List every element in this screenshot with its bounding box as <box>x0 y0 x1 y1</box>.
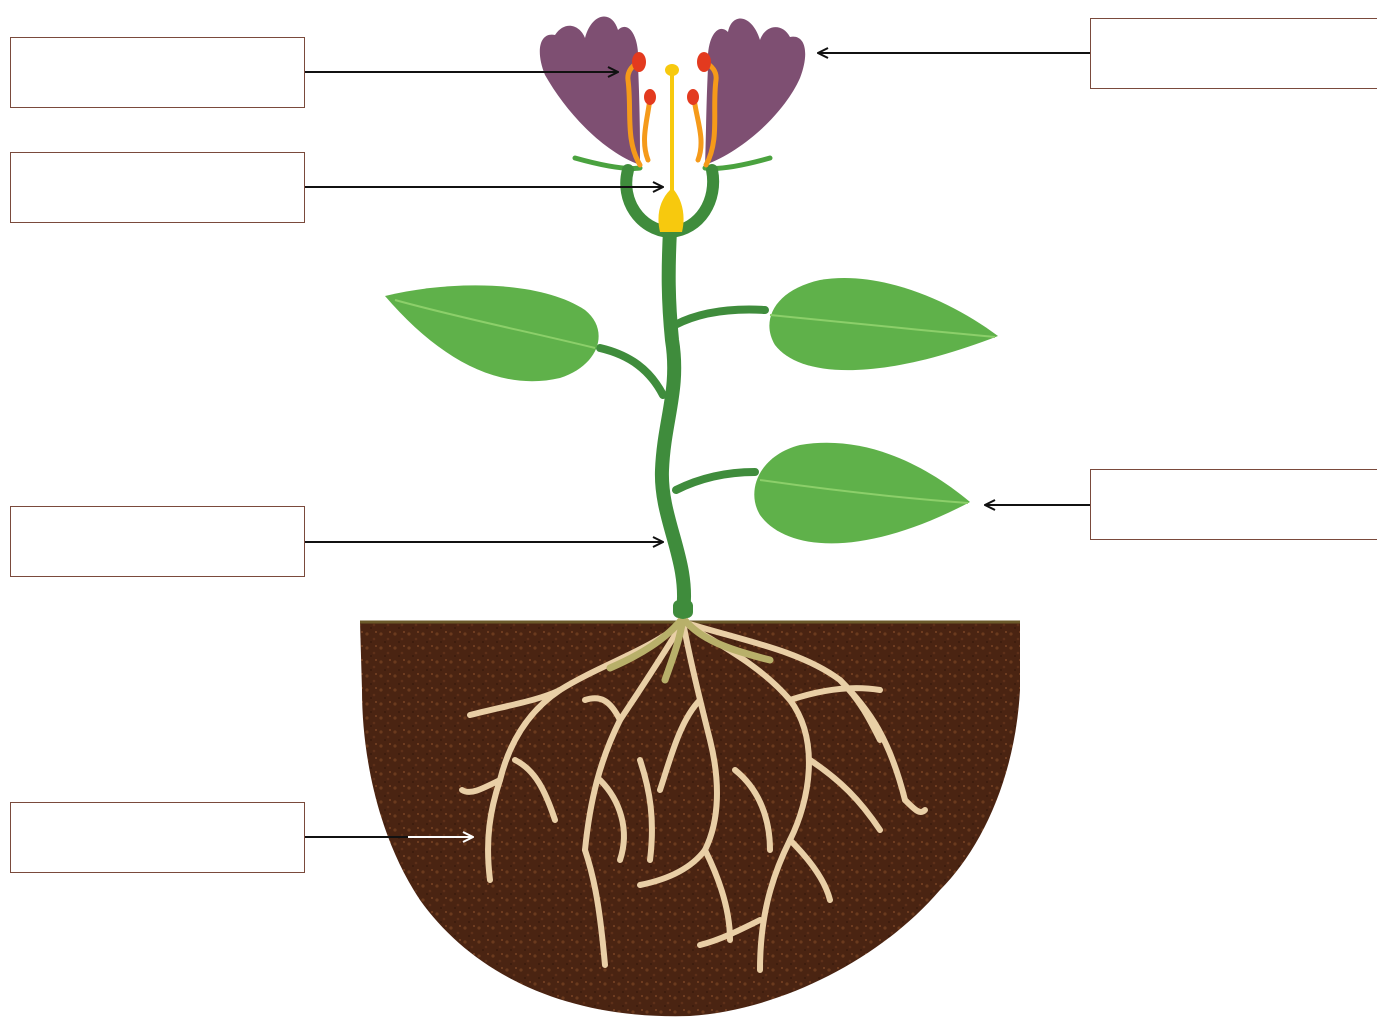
petal-right <box>705 19 805 165</box>
pistil <box>658 64 683 232</box>
leaf-top-right <box>769 278 998 370</box>
leaf-bottom-right <box>754 443 970 544</box>
stem-base <box>673 600 693 618</box>
soil <box>360 622 1020 1016</box>
flower <box>540 17 805 232</box>
stem <box>600 230 765 612</box>
petal-left <box>540 17 640 165</box>
leaf-left <box>385 285 599 381</box>
